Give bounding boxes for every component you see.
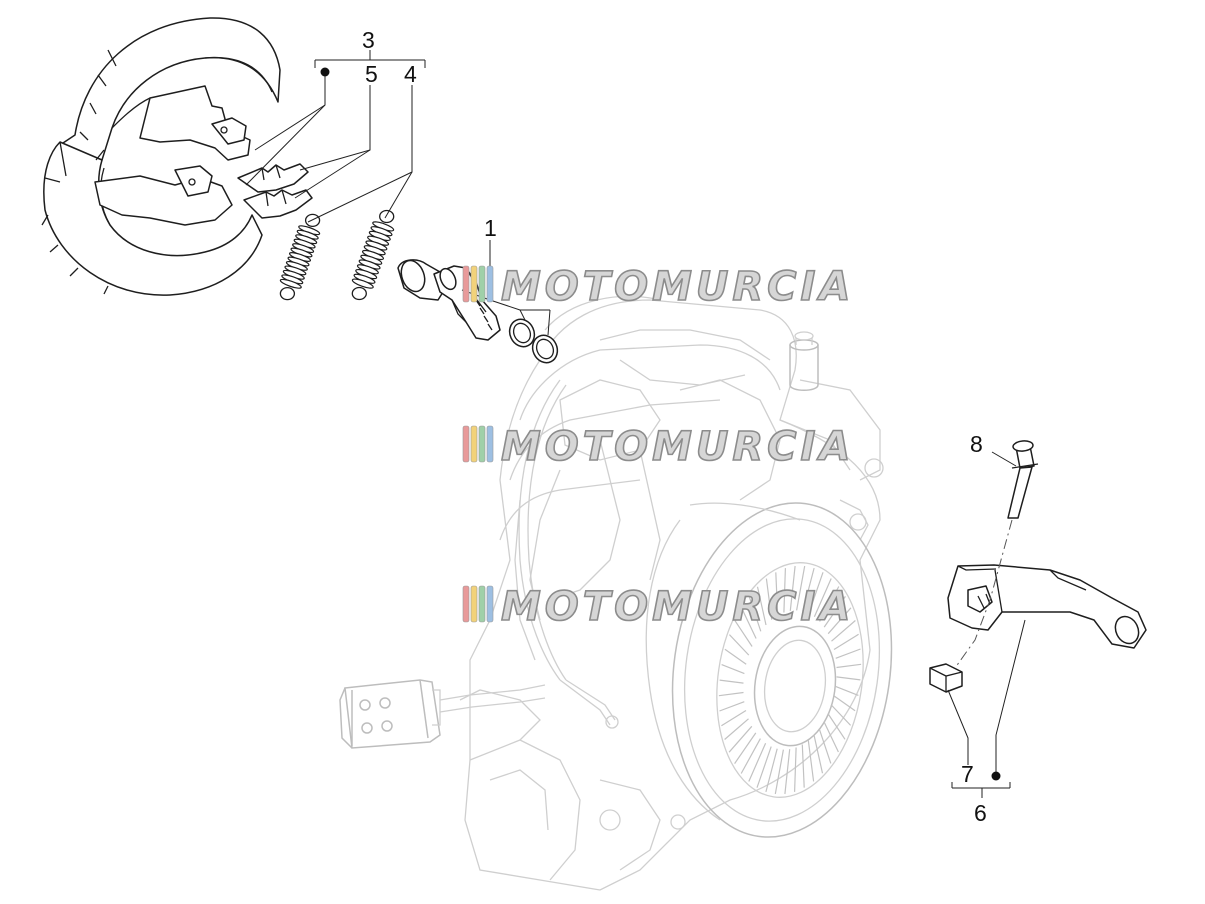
fan-fin [765, 578, 773, 620]
brake-cam-shaft [397, 259, 501, 341]
fan-fin [818, 728, 832, 764]
fan-fin [775, 572, 779, 616]
callout-3: 3 [362, 27, 375, 53]
fan-fin [813, 578, 832, 618]
bolt [1007, 440, 1039, 519]
watermark-stripe [470, 585, 478, 623]
watermark-stripe [486, 585, 494, 623]
fan-fin [836, 676, 861, 681]
fan-fin [719, 701, 745, 712]
fan-fin [831, 620, 856, 642]
fan-fin [813, 734, 824, 774]
spring-hook [279, 286, 296, 301]
fan-fin [728, 634, 750, 656]
fan-fin [756, 746, 772, 788]
watermark-middle: MOTOMURCIA [462, 423, 854, 471]
watermark-stripe [486, 265, 494, 303]
watermark-stripe [462, 265, 470, 303]
fan-fin [724, 718, 749, 740]
spring-hook [351, 286, 367, 301]
fan-fin [740, 738, 761, 774]
fan-fin [827, 607, 852, 635]
fan-fin [827, 713, 846, 740]
fan-fin [789, 565, 796, 611]
fan-fin [774, 749, 784, 795]
fan-fin [784, 749, 791, 795]
spring-coil [279, 278, 302, 289]
fan-fin [721, 709, 747, 727]
fan-fin [802, 567, 815, 612]
fan-fin [796, 565, 806, 611]
spring-left [279, 213, 321, 301]
fan-fin [741, 607, 757, 639]
callout-5: 5 [365, 61, 378, 87]
watermark-stripes [462, 585, 494, 623]
nut [929, 663, 963, 693]
fan-fin [756, 586, 767, 626]
watermark-stripe [470, 425, 478, 463]
fan-fin [807, 740, 815, 782]
watermark-stripes [462, 425, 494, 463]
watermark-stripe [470, 265, 478, 303]
fan-fin [801, 744, 805, 788]
brake-shoe-clips [237, 163, 313, 219]
brake-shoe-pair [41, 17, 281, 296]
fan-fin [719, 679, 744, 684]
watermark-stripe [486, 425, 494, 463]
watermark-stripe [478, 265, 486, 303]
fan-fin [808, 572, 824, 614]
kit-marker-dot [991, 771, 1001, 781]
watermark-text: MOTOMURCIA [501, 584, 854, 630]
fan-fin [823, 596, 846, 628]
fan-fin [819, 586, 840, 622]
watermark-text: MOTOMURCIA [501, 424, 854, 470]
fan-fin [835, 685, 859, 696]
fan-fin [835, 648, 861, 659]
fan-fin [718, 691, 744, 697]
kit-marker-dot [320, 67, 330, 77]
watermark-top: MOTOMURCIA [462, 263, 854, 311]
fan-fin [783, 568, 786, 613]
fan-fin [724, 648, 747, 665]
fan-fins [718, 565, 862, 795]
fan-fin [830, 704, 852, 726]
fan-fin [833, 695, 856, 712]
watermark-stripe [478, 585, 486, 623]
fan-fin [728, 725, 753, 753]
brake-lever [947, 564, 1147, 649]
spring-hook [304, 213, 321, 228]
callout-8: 8 [970, 431, 983, 457]
spring-right [351, 209, 395, 301]
fan-fin [721, 664, 745, 675]
callout-7: 7 [961, 761, 974, 787]
engine-housing [339, 295, 893, 891]
fan-fin [748, 742, 767, 782]
fan-fin [794, 747, 797, 792]
watermark-stripe [462, 585, 470, 623]
callout-6: 6 [974, 800, 987, 826]
callout-4: 4 [404, 61, 417, 87]
watermark-stripe [462, 425, 470, 463]
spring-hook [379, 209, 395, 224]
fan-fin [833, 633, 859, 651]
fan-fin [734, 620, 753, 647]
fan-fin [836, 663, 862, 669]
watermark-stripes [462, 265, 494, 303]
fan-fin [765, 748, 778, 793]
brake-springs [279, 209, 395, 301]
circlips [508, 318, 559, 364]
fan-fin [734, 732, 757, 764]
watermark-bottom: MOTOMURCIA [462, 583, 854, 631]
watermark-stripe [478, 425, 486, 463]
watermark-text: MOTOMURCIA [501, 264, 854, 310]
callout-1: 1 [484, 215, 497, 241]
fan-fin [823, 721, 839, 753]
spring-coil [351, 278, 374, 289]
fan-fin [748, 596, 762, 632]
